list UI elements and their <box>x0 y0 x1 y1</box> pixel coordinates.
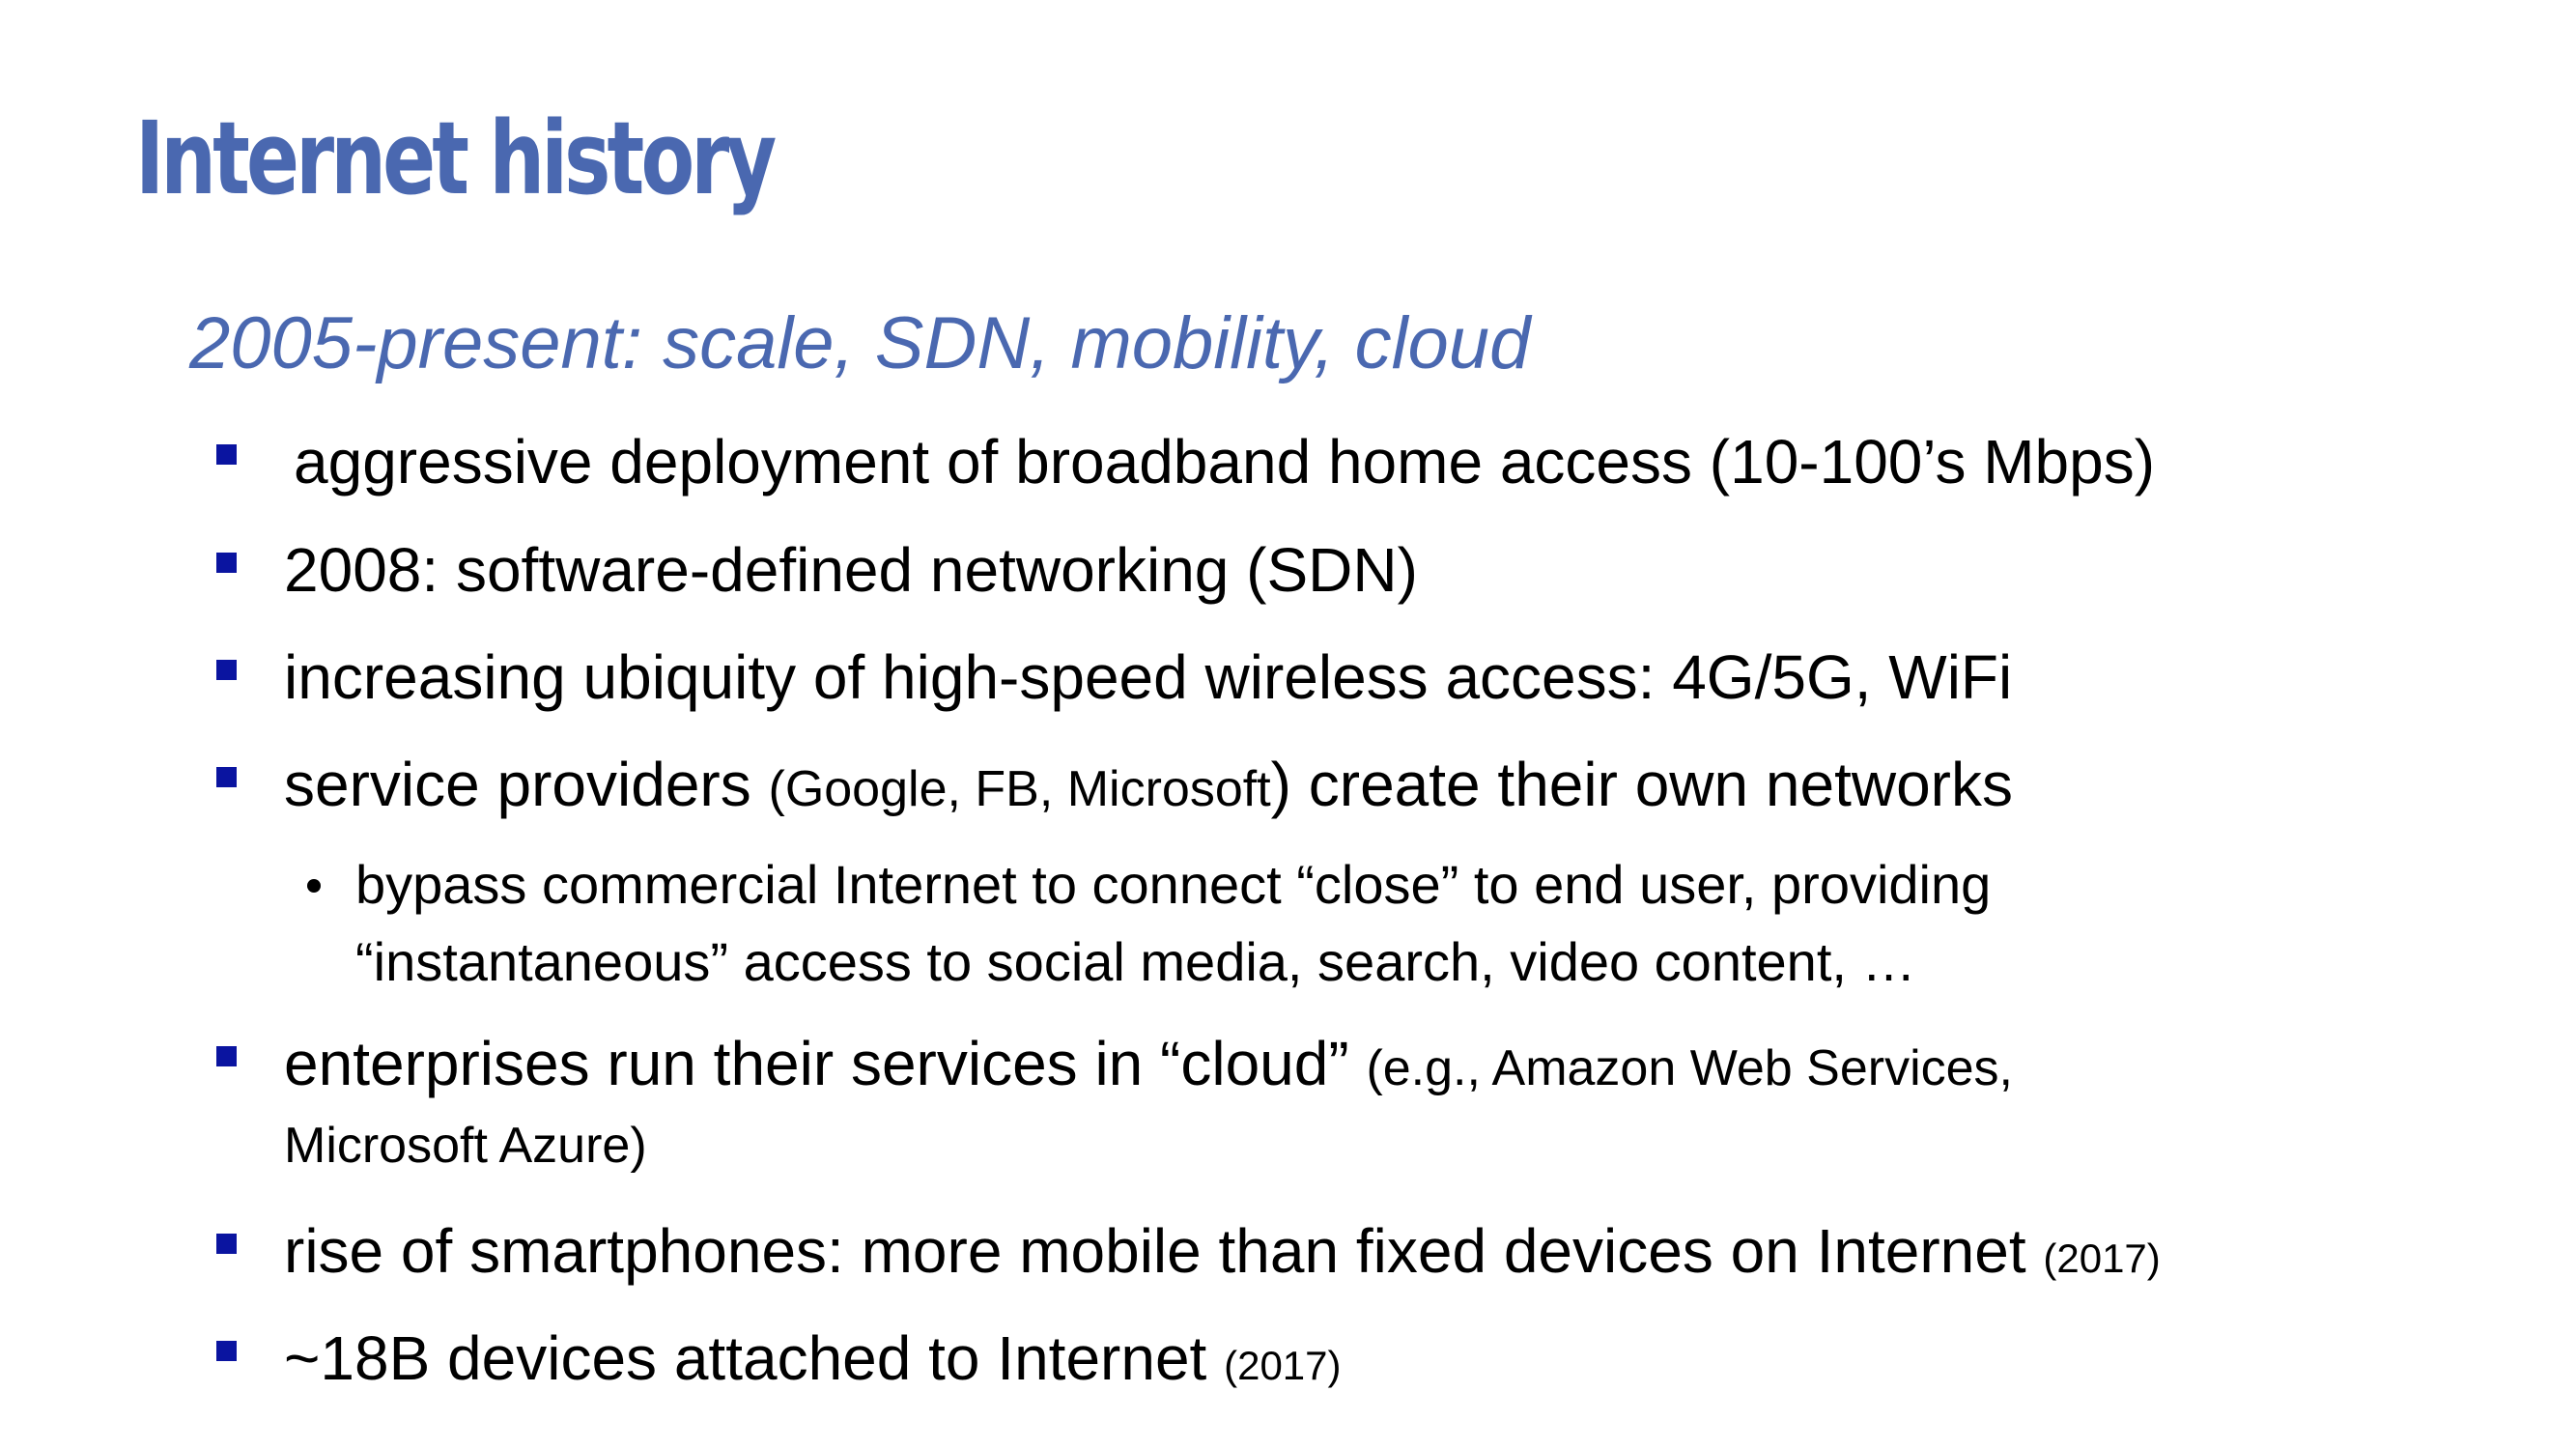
bullet-item: enterprises run their services in “cloud… <box>284 1023 2013 1109</box>
bullet-text: ) create their own networks <box>1270 750 2013 819</box>
square-bullet-icon <box>216 444 237 465</box>
bullet-item: service providers (Google, FB, Microsoft… <box>284 744 2013 830</box>
slide-subtitle: 2005-present: scale, SDN, mobility, clou… <box>189 302 1531 384</box>
bullet-item: increasing ubiquity of high-speed wirele… <box>284 637 2012 718</box>
square-bullet-icon <box>216 553 237 573</box>
bullet-item: rise of smartphones: more mobile than fi… <box>284 1210 2161 1299</box>
bullet-item: 2008: software-defined networking (SDN) <box>284 529 1418 611</box>
bullet-text: service providers <box>284 750 769 819</box>
bullet-text: rise of smartphones: more mobile than fi… <box>284 1216 2044 1286</box>
bullet-text-small: (2017) <box>1224 1343 1342 1388</box>
sub-bullet-line: bypass commercial Internet to connect “c… <box>355 854 1992 915</box>
bullet-text-small: (Google, FB, Microsoft <box>768 761 1271 817</box>
bullet-text: increasing ubiquity of high-speed wirele… <box>284 642 2013 712</box>
bullet-text-small: (e.g., Amazon Web Services, <box>1366 1040 2013 1096</box>
bullet-text: ~18B devices attached to Internet <box>284 1323 1225 1393</box>
bullet-text: 2008: software-defined networking (SDN) <box>284 535 1418 605</box>
bullet-item: aggressive deployment of broadband home … <box>294 421 2155 502</box>
bullet-item-continuation: Microsoft Azure) <box>284 1118 647 1174</box>
slide-title: Internet history <box>135 99 777 217</box>
bullet-text-small: (2017) <box>2043 1236 2161 1281</box>
square-bullet-icon <box>216 1046 237 1066</box>
square-bullet-icon <box>216 1234 237 1254</box>
square-bullet-icon <box>216 660 237 680</box>
square-bullet-icon <box>216 1341 237 1361</box>
round-bullet-icon <box>307 879 321 893</box>
sub-bullet-line: “instantaneous” access to social media, … <box>355 931 1916 992</box>
square-bullet-icon <box>216 767 237 787</box>
bullet-text: aggressive deployment of broadband home … <box>294 427 2156 497</box>
bullet-text: enterprises run their services in “cloud… <box>284 1029 1367 1098</box>
bullet-item: ~18B devices attached to Internet (2017) <box>284 1318 1342 1406</box>
